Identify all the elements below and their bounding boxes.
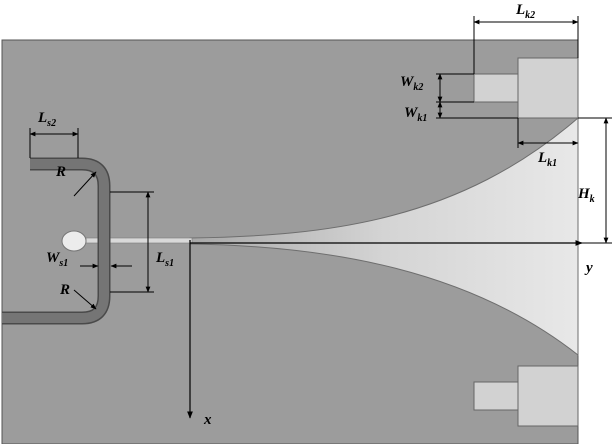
label-wk2: Wk2 — [400, 74, 423, 93]
top-kink-inner — [517, 57, 579, 119]
label-r-bottom: R — [59, 282, 70, 298]
label-x-axis: x — [203, 412, 212, 428]
feed-line-fill — [2, 159, 109, 323]
label-lk2: Lk2 — [515, 2, 535, 21]
tapered-slot — [189, 116, 579, 357]
label-hk: Hk — [577, 186, 595, 205]
label-lk1: Lk1 — [537, 150, 557, 169]
bottom-kink-outer — [473, 381, 520, 411]
label-wk1: Wk1 — [404, 105, 427, 124]
bottom-kink-inner — [517, 365, 579, 427]
label-r-top: R — [55, 164, 66, 180]
label-y-axis: y — [584, 260, 593, 276]
circular-cavity — [61, 230, 87, 252]
label-ls2: Ls2 — [37, 110, 56, 129]
label-ls1: Ls1 — [155, 250, 174, 269]
label-ws1: Ws1 — [46, 250, 68, 269]
top-kink-outer — [473, 73, 520, 103]
r-top-pointer — [73, 171, 97, 197]
r-bot-pointer — [73, 289, 97, 310]
